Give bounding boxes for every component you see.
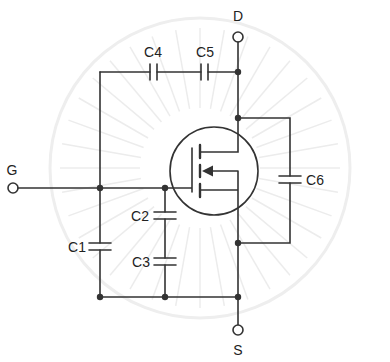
junction-dot [235, 240, 241, 246]
watermark-ray [110, 214, 161, 275]
terminal [233, 325, 243, 335]
watermark-ray [79, 98, 148, 138]
watermark-ray [239, 61, 290, 122]
wire [99, 72, 101, 297]
watermark-ray [246, 207, 307, 258]
capacitor-label: C1 [68, 240, 86, 254]
watermark-ray [210, 227, 224, 306]
terminal [233, 32, 243, 42]
capacitor-symbol [150, 64, 157, 80]
watermark-ray [62, 144, 141, 158]
capacitor-symbol [279, 176, 301, 183]
terminal-label: G [7, 163, 18, 177]
wire [238, 118, 290, 243]
junction-dot [235, 294, 241, 300]
watermark-ray [68, 120, 143, 147]
wire [164, 188, 166, 297]
wire [100, 71, 238, 73]
junction-dot [97, 185, 103, 191]
watermark-ray [256, 189, 331, 216]
watermark-ray [130, 220, 170, 289]
wire [200, 171, 238, 325]
watermark-ray [230, 220, 270, 289]
watermark-ray [256, 120, 331, 147]
capacitor-symbol [154, 212, 176, 219]
terminal [8, 183, 18, 193]
junction-dot [162, 294, 168, 300]
wire [18, 148, 192, 192]
watermark-ray [79, 198, 148, 238]
junction-dot [162, 185, 168, 191]
watermark-ray [221, 36, 248, 111]
capacitor-symbol [89, 243, 111, 250]
watermark-ray [199, 228, 201, 308]
watermark-ray [260, 167, 340, 169]
junction-dot [97, 294, 103, 300]
watermark-ray [110, 61, 161, 122]
watermark-ray [62, 178, 141, 192]
watermark-ray [210, 30, 224, 109]
seal-ring [50, 18, 350, 318]
capacitor-label: C4 [144, 45, 162, 59]
watermark-ray [259, 178, 338, 192]
junction-dot [235, 115, 241, 121]
watermark-ray [259, 144, 338, 158]
watermark-ray [252, 198, 321, 238]
capacitor-label: C2 [131, 209, 149, 223]
watermark-ray [246, 78, 307, 129]
watermark-ray [176, 227, 190, 306]
wire [100, 296, 238, 298]
capacitor-label: C3 [132, 255, 150, 269]
terminal-label: D [233, 9, 243, 23]
capacitor-symbol [201, 64, 208, 80]
watermark-ray [239, 214, 290, 275]
mosfet-arrow [202, 166, 213, 177]
watermark-ray [176, 30, 190, 109]
watermark-ray [221, 224, 248, 299]
capacitor-label: C5 [196, 45, 214, 59]
capacitor-symbol [154, 258, 176, 265]
terminal-label: S [233, 343, 242, 357]
junction-dot [235, 69, 241, 75]
watermark-ray [93, 78, 154, 129]
watermark-ray [230, 47, 270, 116]
capacitor-label: C6 [306, 173, 324, 187]
